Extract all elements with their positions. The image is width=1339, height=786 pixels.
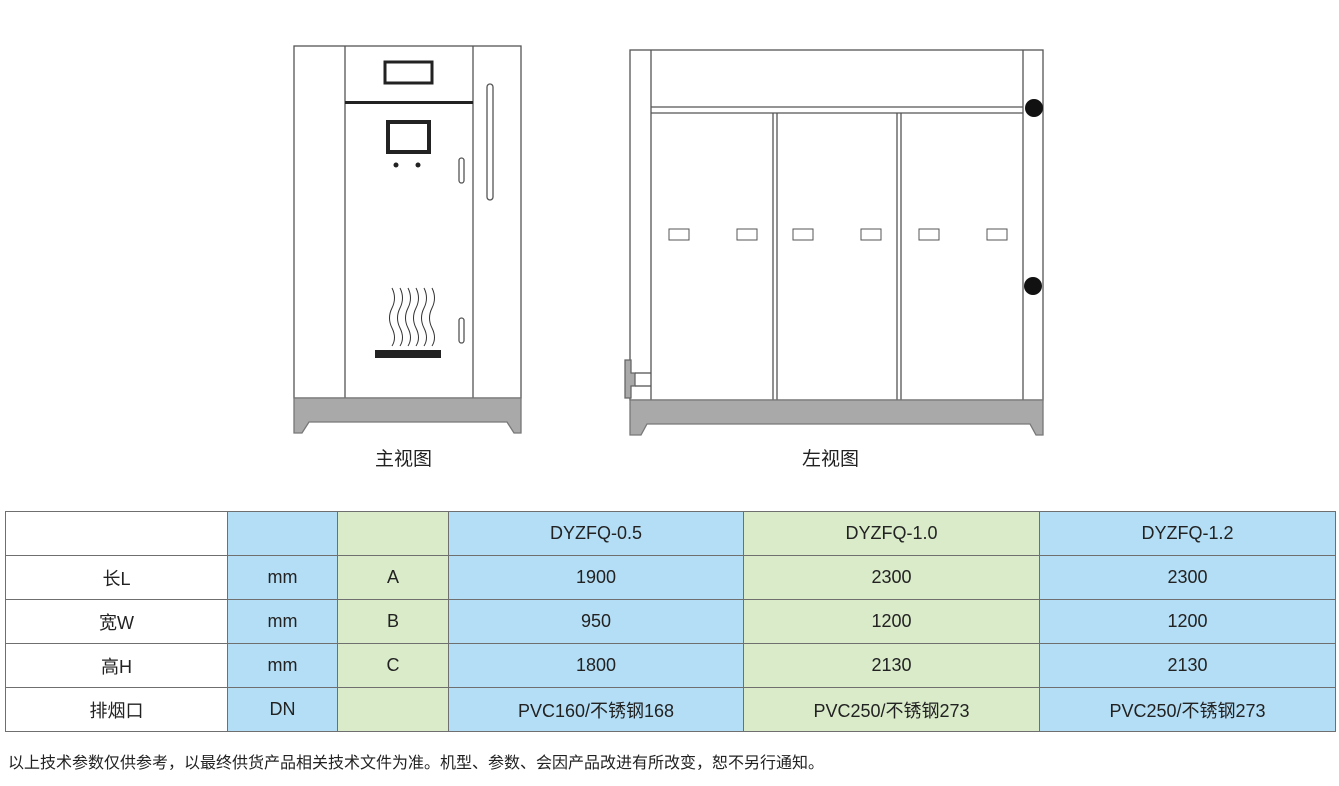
front-base <box>293 397 522 434</box>
header-cell: DYZFQ-1.2 <box>1039 511 1336 556</box>
table-cell: C <box>337 643 449 688</box>
left-view-drawing <box>624 49 1044 436</box>
table-cell: 1900 <box>448 555 744 600</box>
left-base <box>629 399 1044 436</box>
header-cell: DYZFQ-1.0 <box>743 511 1040 556</box>
control-screen <box>386 120 431 154</box>
disclaimer-note: 以上技术参数仅供参考，以最终供货产品相关技术文件为准。机型、参数、会因产品改进有… <box>8 755 825 772</box>
table-cell: mm <box>227 643 338 688</box>
pipe-outlet <box>1025 99 1043 117</box>
left-view-caption: 左视图 <box>802 449 860 470</box>
table-cell: 1200 <box>743 599 1040 644</box>
table-cell: A <box>337 555 449 600</box>
table-cell: 2300 <box>743 555 1040 600</box>
table-cell: 排烟口 <box>5 687 228 732</box>
table-row: 排烟口 DN PVC160/不锈钢168 PVC250/不锈钢273 PVC25… <box>5 687 1336 732</box>
front-view-drawing <box>293 45 522 434</box>
heat-icon <box>389 287 435 347</box>
table-cell: B <box>337 599 449 644</box>
table-row: 宽W mm B 950 1200 1200 <box>5 599 1336 644</box>
spec-table: DYZFQ-0.5 DYZFQ-1.0 DYZFQ-1.2 长L mm A 19… <box>5 511 1336 732</box>
table-cell: 2130 <box>1039 643 1336 688</box>
table-cell: 宽W <box>5 599 228 644</box>
header-cell: DYZFQ-0.5 <box>448 511 744 556</box>
table-cell: 长L <box>5 555 228 600</box>
header-cell <box>337 511 449 556</box>
top-display <box>383 60 434 85</box>
table-cell: DN <box>227 687 338 732</box>
table-cell: PVC250/不锈钢273 <box>743 687 1040 732</box>
table-cell: 1800 <box>448 643 744 688</box>
table-cell: 1200 <box>1039 599 1336 644</box>
equipment-drawings <box>293 45 1044 436</box>
table-cell: 高H <box>5 643 228 688</box>
table-row: 长L mm A 1900 2300 2300 <box>5 555 1336 600</box>
table-cell: mm <box>227 599 338 644</box>
header-cell <box>227 511 338 556</box>
table-cell <box>337 687 449 732</box>
table-cell: 2130 <box>743 643 1040 688</box>
table-header-row: DYZFQ-0.5 DYZFQ-1.0 DYZFQ-1.2 <box>5 511 1336 556</box>
table-cell: mm <box>227 555 338 600</box>
table-row: 高H mm C 1800 2130 2130 <box>5 643 1336 688</box>
header-cell <box>5 511 228 556</box>
table-cell: 2300 <box>1039 555 1336 600</box>
table-cell: PVC160/不锈钢168 <box>448 687 744 732</box>
table-cell: PVC250/不锈钢273 <box>1039 687 1336 732</box>
pipe-outlet <box>1024 277 1042 295</box>
front-view-caption: 主视图 <box>375 449 433 470</box>
table-cell: 950 <box>448 599 744 644</box>
